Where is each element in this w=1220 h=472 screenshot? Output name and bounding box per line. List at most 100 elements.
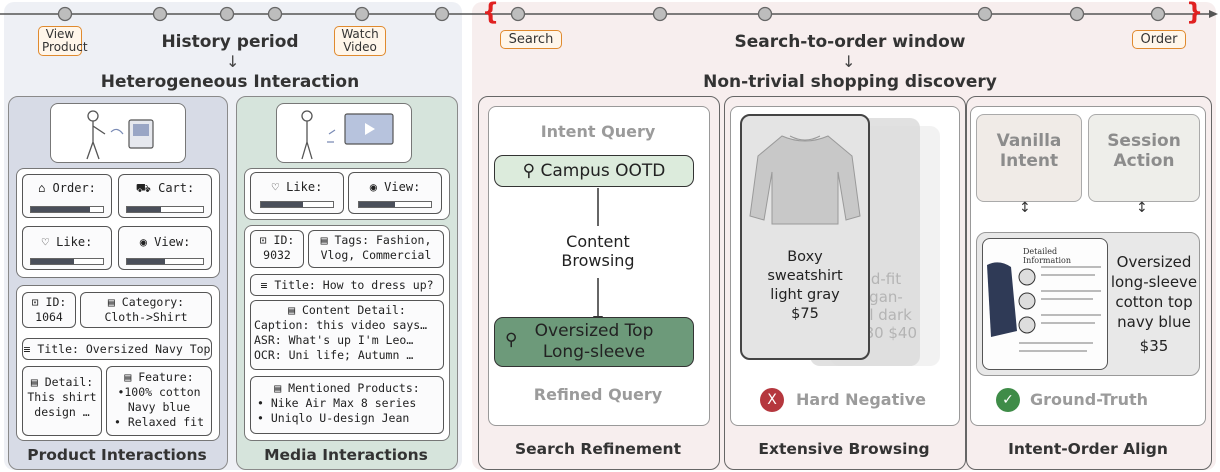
window-subtitle: Non-trivial shopping discovery xyxy=(703,72,997,92)
media-view-bar xyxy=(358,201,432,208)
navy-top-image xyxy=(987,262,1101,352)
search-tag: Search xyxy=(500,30,562,49)
content-browsing-label: Content Browsing xyxy=(561,232,635,270)
media-illustration xyxy=(276,103,412,163)
window-title: Search-to-order window xyxy=(734,32,966,52)
person-watching-icon xyxy=(301,110,394,160)
intent-query-title: Intent Query xyxy=(540,122,656,141)
order-tag: Order xyxy=(1132,30,1186,49)
timeline-node xyxy=(510,6,526,22)
intent-order-align-label: Intent-Order Align xyxy=(1008,440,1168,458)
window-start-bracket: { xyxy=(482,0,500,26)
media-id-box: ⊡ ID: 9032 xyxy=(250,230,304,268)
list-icon: ▤ xyxy=(124,370,132,384)
product-detail-image: Detailed Information xyxy=(982,238,1108,370)
eye-icon: ◉ xyxy=(369,180,377,194)
timeline-node xyxy=(652,6,668,22)
timeline-node xyxy=(977,6,993,22)
window-end-bracket: } xyxy=(1186,0,1204,26)
order-bar xyxy=(30,206,104,213)
like-label: Like: xyxy=(56,235,93,249)
mentioned-products-box: ▤ Mentioned Products: • Nike Air Max 8 s… xyxy=(250,376,444,434)
id-icon: ⊡ xyxy=(31,295,39,309)
bidirectional-arrow-icon: ↕ xyxy=(1019,200,1031,216)
id-icon: ⊡ xyxy=(259,233,267,247)
eye-icon: ◉ xyxy=(139,235,147,249)
media-id-value: 9032 xyxy=(263,248,291,262)
product-category-value: Cloth->Shirt xyxy=(104,310,188,324)
search-refinement-panel xyxy=(478,96,720,470)
timeline-node xyxy=(57,6,73,22)
history-title: History period xyxy=(161,32,299,52)
doc-icon: ▤ xyxy=(288,303,296,317)
doc-icon: ▤ xyxy=(107,295,115,309)
media-content-detail-box: ▤ Content Detail: Caption: this video sa… xyxy=(250,300,444,370)
hard-negative-label: Hard Negative xyxy=(796,390,927,409)
view-product-tag: View Product xyxy=(38,26,88,56)
timeline-node xyxy=(354,6,370,22)
vanilla-intent-image: Vanilla Intent xyxy=(976,114,1082,202)
basket-icon: ⌂ xyxy=(38,181,46,195)
timeline-node xyxy=(1150,6,1166,22)
media-tags-box: ▤ Tags: Fashion, Vlog, Commercial xyxy=(308,230,444,268)
bidirectional-arrow-icon: ↕ xyxy=(1136,200,1148,216)
cart-icon: ⛟ xyxy=(135,181,151,195)
product-detail-box: ▤ Detail: This shirt design … xyxy=(22,366,102,436)
search-icon: ⚲ xyxy=(522,161,536,181)
timeline xyxy=(0,6,1218,22)
search-icon: ⚲ xyxy=(505,330,518,350)
product-title-box: ≡ Title: Oversized Navy Top xyxy=(22,338,212,360)
intent-order-panel xyxy=(966,96,1212,470)
order-label: Order: xyxy=(52,181,96,195)
refined-query-title: Refined Query xyxy=(533,385,663,404)
media-title-box: ≡ Title: How to dress up? xyxy=(250,274,444,296)
media-like-bar xyxy=(260,201,334,208)
doc-icon: ▤ xyxy=(30,375,38,389)
product-name: Boxy xyxy=(787,249,823,265)
ground-truth-price: $35 xyxy=(1139,337,1169,355)
lines-icon: ≡ xyxy=(23,342,31,356)
down-arrow-icon: ↓ xyxy=(842,52,856,71)
hard-negative-icon: X xyxy=(760,388,784,412)
check-icon: ✓ xyxy=(996,388,1020,412)
intent-query-box: ⚲ Campus OOTD xyxy=(494,155,694,187)
timeline-node xyxy=(152,6,168,22)
extensive-browsing-panel xyxy=(724,96,966,470)
doc-icon: ▤ xyxy=(320,233,328,247)
timeline-node xyxy=(434,6,450,22)
history-subtitle: Heterogeneous Interaction xyxy=(100,72,360,92)
sweatshirt-image xyxy=(749,135,861,225)
ground-truth-label: Ground-Truth xyxy=(1030,390,1149,409)
watch-video-tag: Watch Video xyxy=(334,26,386,56)
session-action-image: Session Action xyxy=(1088,114,1200,202)
product-id-box: ⊡ ID: 1064 xyxy=(22,292,76,328)
down-arrow-icon: ↓ xyxy=(226,52,240,71)
search-refinement-label: Search Refinement xyxy=(515,440,681,458)
ghost-text: d-fit gan- al dark $80 $40 xyxy=(854,270,918,342)
product-card[interactable]: Boxy sweatshirt light gray $75 xyxy=(740,114,870,360)
timeline-node xyxy=(1069,6,1085,22)
extensive-browsing-label: Extensive Browsing xyxy=(758,440,930,458)
product-category-box: ▤ Category: Cloth->Shirt xyxy=(80,292,212,328)
timeline-node xyxy=(757,6,773,22)
cart-label: Cart: xyxy=(158,181,195,195)
lines-icon: ≡ xyxy=(260,278,268,292)
person-shopping-icon xyxy=(86,110,154,160)
heart-icon: ♡ xyxy=(271,180,279,194)
timeline-node xyxy=(219,6,235,22)
list-icon: ▤ xyxy=(274,381,282,395)
product-illustration xyxy=(50,103,186,163)
product-feature-box: ▤ Feature: •100% cotton Navy blue • Rela… xyxy=(106,366,212,436)
product-interactions-label: Product Interactions xyxy=(27,446,207,464)
cart-bar xyxy=(126,206,204,213)
vanilla-intent-label: Vanilla xyxy=(996,131,1062,151)
timeline-node xyxy=(267,6,283,22)
view-label: View: xyxy=(154,235,191,249)
session-action-label: Session xyxy=(1107,131,1181,151)
product-id-value: 1064 xyxy=(35,310,63,324)
product-price: $75 xyxy=(791,306,819,322)
view-bar xyxy=(126,258,204,265)
like-bar xyxy=(30,258,104,265)
media-interactions-label: Media Interactions xyxy=(264,446,428,464)
heart-icon: ♡ xyxy=(41,235,49,249)
